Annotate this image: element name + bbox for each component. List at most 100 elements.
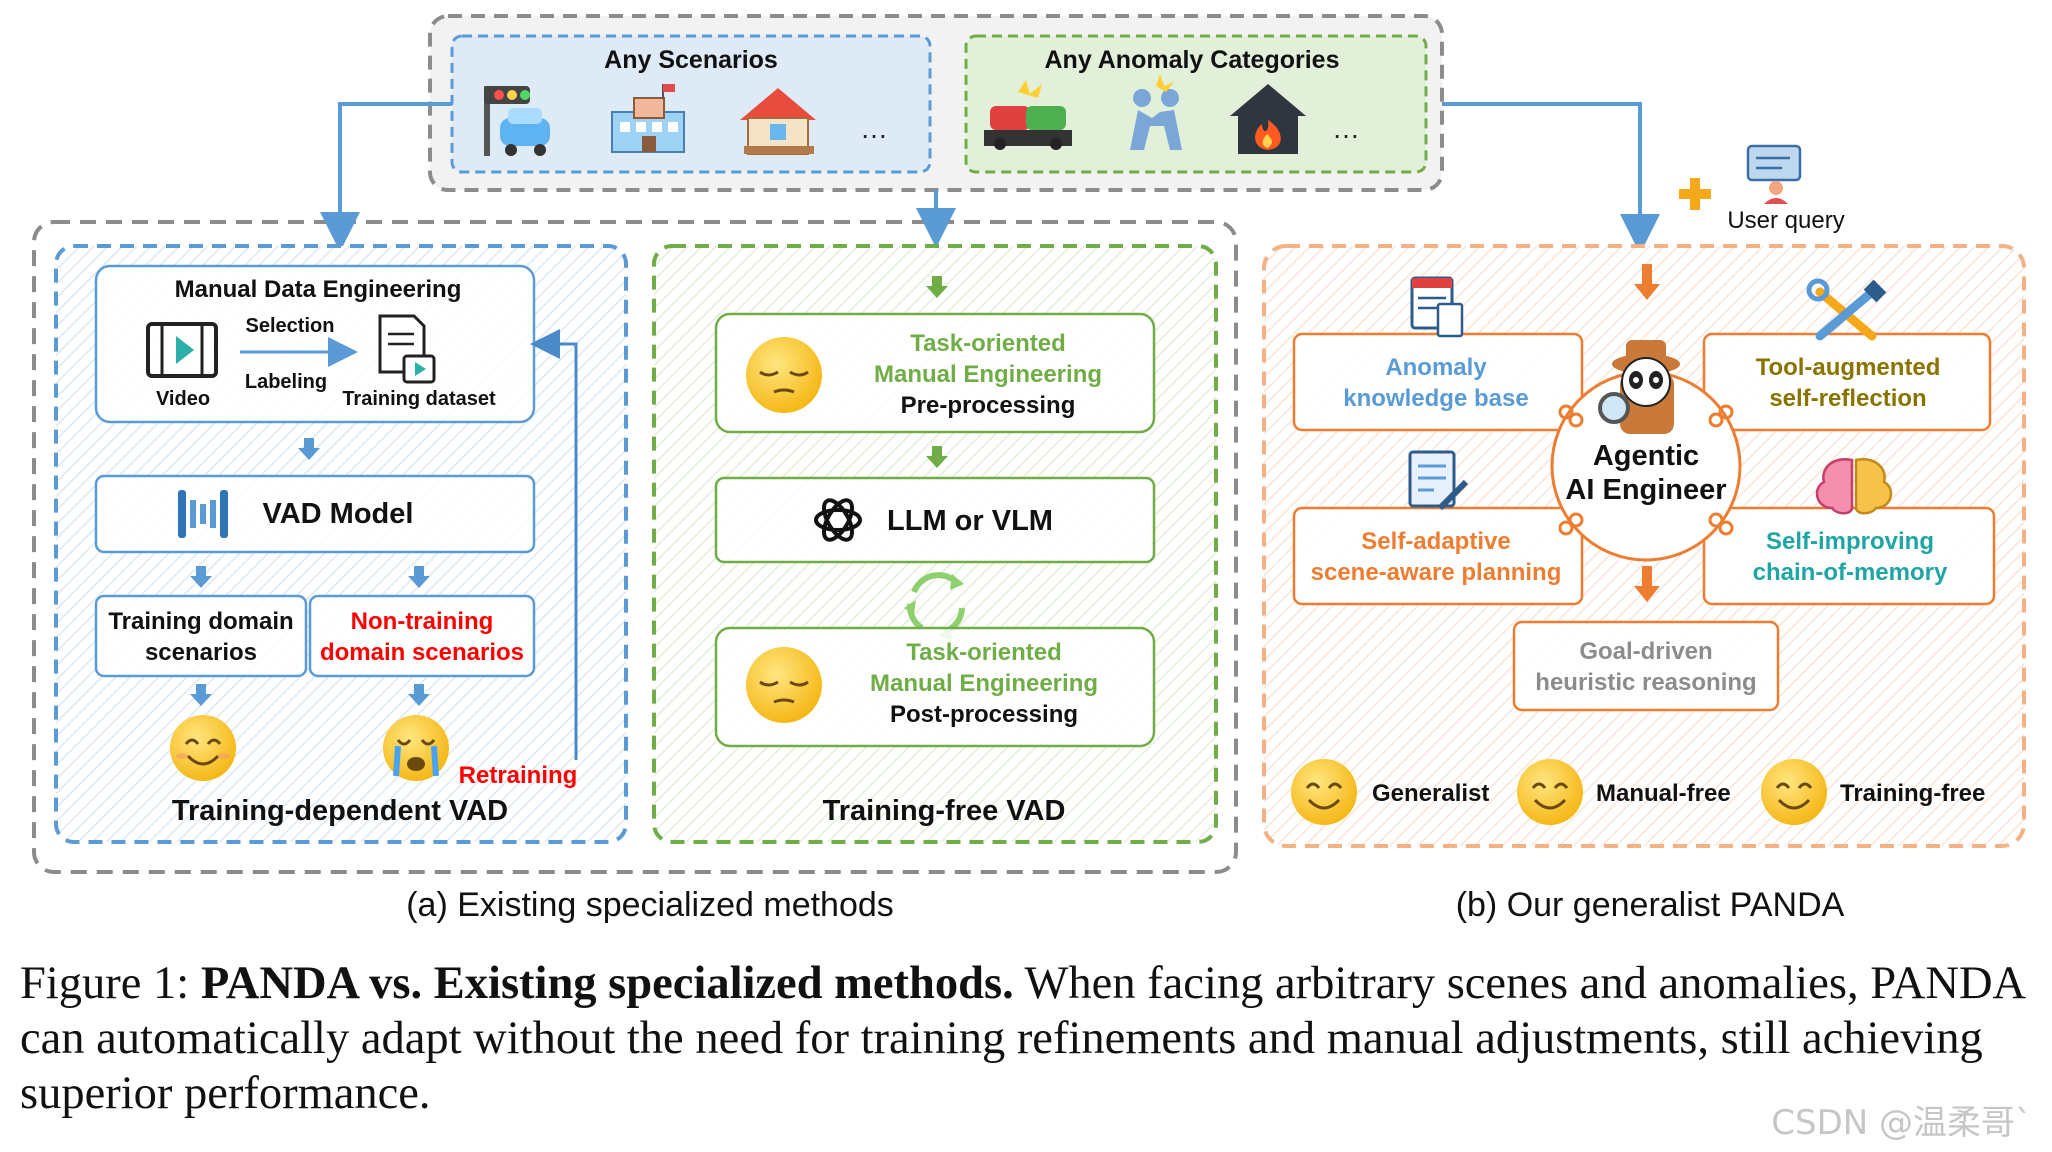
panda-detective-icon bbox=[1598, 340, 1680, 434]
down-arrow-1 bbox=[298, 438, 320, 460]
non-training-line2: domain scenarios bbox=[320, 639, 524, 666]
caption-rest: When facing arbitrary scenes and anomali… bbox=[20, 958, 2024, 1119]
post-processing-box bbox=[714, 626, 1156, 748]
training-domain-line2: scenarios bbox=[145, 639, 257, 666]
goal-driven-box bbox=[1512, 620, 1780, 712]
mde-title: Manual Data Engineering bbox=[175, 276, 462, 303]
pensive-face-icon-2 bbox=[746, 647, 822, 723]
post-line1: Task-oriented bbox=[906, 639, 1062, 666]
retraining-label: Retraining bbox=[459, 762, 578, 789]
post-line2: Manual Engineering bbox=[870, 670, 1098, 697]
memory-line2: chain-of-memory bbox=[1753, 559, 1948, 586]
post-line3: Post-processing bbox=[890, 701, 1078, 728]
tools-icon bbox=[1806, 278, 1887, 341]
tool-line1: Tool-augmented bbox=[1756, 354, 1941, 381]
house-icon bbox=[740, 88, 816, 155]
planning-line1: Self-adaptive bbox=[1361, 528, 1510, 555]
plan-edit-icon bbox=[1408, 450, 1469, 511]
benefit-smile-2 bbox=[1517, 759, 1583, 825]
training-domain-box bbox=[94, 594, 308, 678]
down-arrow-5 bbox=[408, 684, 430, 706]
green-down-arrow-2 bbox=[926, 446, 948, 468]
selection-label: Selection bbox=[246, 315, 335, 337]
user-query-label: User query bbox=[1727, 207, 1844, 234]
chain-link-br bbox=[1708, 512, 1734, 536]
down-arrow-3 bbox=[408, 566, 430, 588]
scenarios-title: Any Scenarios bbox=[604, 46, 778, 74]
label-b: (b) Our generalist PANDA bbox=[1456, 886, 1845, 924]
labeling-label: Labeling bbox=[245, 371, 327, 393]
vad-model-label: VAD Model bbox=[263, 498, 414, 530]
training-dependent-title: Training-dependent VAD bbox=[172, 795, 508, 827]
non-training-line1: Non-training bbox=[351, 608, 494, 635]
vad-model-box bbox=[94, 474, 536, 554]
tool-line2: self-reflection bbox=[1769, 385, 1926, 412]
center-line1: Agentic bbox=[1593, 440, 1699, 472]
label-a: (a) Existing specialized methods bbox=[406, 886, 894, 924]
csdn-watermark: CSDN @温柔哥` bbox=[1771, 1103, 2032, 1143]
llm-vlm-box bbox=[714, 476, 1156, 564]
caption-prefix: Figure 1: bbox=[20, 958, 201, 1009]
video-icon bbox=[146, 322, 218, 378]
planning-line2: scene-aware planning bbox=[1311, 559, 1562, 586]
scenarios-ellipsis: … bbox=[860, 113, 888, 144]
anomaly-ellipsis: … bbox=[1332, 113, 1360, 144]
pre-line1: Task-oriented bbox=[910, 330, 1066, 357]
benefit-generalist: Generalist bbox=[1372, 780, 1489, 807]
orange-down-arrow-bottom bbox=[1634, 566, 1660, 602]
openai-logo-icon bbox=[814, 498, 862, 542]
chain-link-tr bbox=[1708, 404, 1734, 428]
traffic-light-car-icon bbox=[484, 86, 550, 156]
figure-caption: Figure 1: PANDA vs. Existing specialized… bbox=[20, 956, 2030, 1121]
pensive-face-icon bbox=[746, 337, 822, 413]
video-label: Video bbox=[156, 388, 210, 410]
crying-face-icon bbox=[383, 715, 449, 781]
caption-bold: PANDA vs. Existing specialized methods. bbox=[200, 958, 1014, 1009]
house-fire-icon bbox=[1230, 84, 1306, 154]
chain-link-bl bbox=[1558, 512, 1584, 536]
retraining-arrow bbox=[530, 329, 578, 760]
orange-down-arrow-top bbox=[1634, 264, 1660, 300]
knowledge-base-box bbox=[1292, 332, 1584, 432]
user-query-icon bbox=[1746, 144, 1802, 204]
pre-line2: Manual Engineering bbox=[874, 361, 1102, 388]
plus-icon bbox=[1679, 178, 1711, 210]
benefit-manual-free: Manual-free bbox=[1596, 780, 1731, 807]
training-domain-line1: Training domain bbox=[108, 608, 293, 635]
down-arrow-2 bbox=[190, 566, 212, 588]
top-to-panda-arrow bbox=[1442, 102, 1660, 254]
green-down-arrow-1 bbox=[926, 276, 948, 298]
fighting-icon bbox=[1130, 74, 1182, 150]
memory-line1: Self-improving bbox=[1766, 528, 1934, 555]
existing-methods-container bbox=[32, 220, 1238, 874]
tool-reflection-box bbox=[1702, 332, 1992, 432]
center-line2: AI Engineer bbox=[1565, 474, 1726, 506]
benefit-smile-1 bbox=[1291, 759, 1357, 825]
kb-line2: knowledge base bbox=[1343, 385, 1528, 412]
pre-line3: Pre-processing bbox=[901, 392, 1076, 419]
top-to-dependent-arrow bbox=[320, 102, 452, 252]
pre-processing-box bbox=[714, 312, 1156, 434]
car-crash-icon bbox=[984, 80, 1072, 150]
anomaly-box bbox=[964, 34, 1428, 174]
memory-box bbox=[1702, 506, 1996, 606]
anomaly-title: Any Anomaly Categories bbox=[1045, 46, 1340, 74]
down-arrow-4 bbox=[190, 684, 212, 706]
smiling-face-icon bbox=[170, 715, 236, 781]
llm-vlm-label: LLM or VLM bbox=[887, 505, 1053, 537]
benefit-smile-3 bbox=[1761, 759, 1827, 825]
goal-line2: heuristic reasoning bbox=[1535, 669, 1756, 696]
training-free-title: Training-free VAD bbox=[823, 795, 1066, 827]
document-icon bbox=[1410, 276, 1464, 338]
training-dataset-icon bbox=[378, 314, 436, 384]
brain-icon bbox=[1815, 457, 1893, 515]
neural-net-icon bbox=[178, 490, 228, 538]
planning-box bbox=[1292, 506, 1584, 606]
non-training-domain-box bbox=[308, 594, 536, 678]
goal-line1: Goal-driven bbox=[1579, 638, 1712, 665]
chain-link-tl bbox=[1558, 404, 1584, 428]
school-building-icon bbox=[611, 84, 685, 153]
benefit-training-free: Training-free bbox=[1840, 780, 1985, 807]
training-dataset-label: Training dataset bbox=[342, 388, 496, 410]
